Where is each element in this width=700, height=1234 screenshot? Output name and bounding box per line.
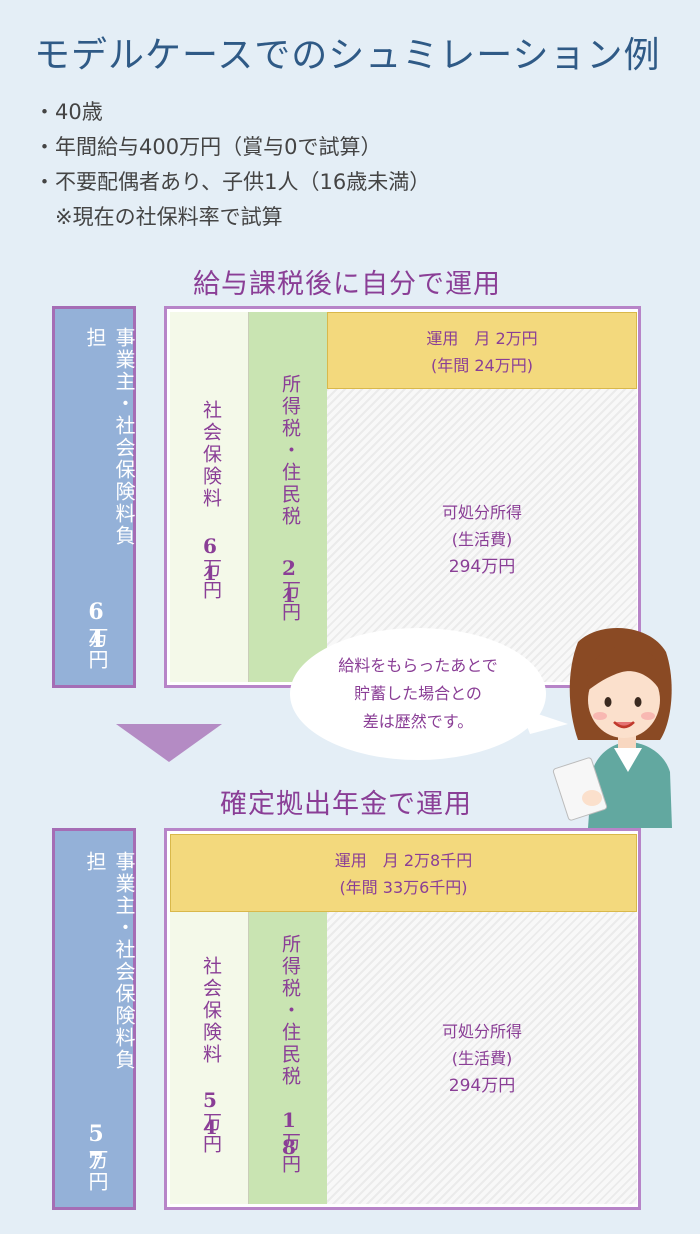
section2-tax-unit: 万円 (279, 1132, 301, 1176)
section1-employer-value: 64 (83, 599, 109, 655)
section1-title: 給与課税後に自分で運用 (193, 269, 501, 300)
condition-note: ※現在の社保料率で試算 (34, 205, 283, 229)
condition-family: ・不要配偶者あり、子供1人（16歳未満） (34, 170, 431, 194)
bubble-line3: 差は歴然です。 (362, 712, 474, 731)
section2-disposable-box: 可処分所得 (生活費) 294万円 (327, 912, 637, 1204)
bubble-tail (520, 708, 568, 734)
section2-insurance-label: 社会保険料 (200, 956, 222, 1066)
section1-employer-box: 事業主・社会保険料負担 64 万円 (52, 306, 136, 688)
section1-tax-unit: 万円 (279, 580, 301, 624)
section1-investment-monthly: 運用 月 2万円 (426, 329, 538, 348)
section2-disposable-sub: (生活費) (451, 1049, 513, 1069)
section1-insurance-value: 61 (198, 534, 222, 588)
section2-employer-value: 57 (83, 1121, 109, 1177)
section2-frame: 運用 月 2万8千円 (年間 33万6千円) 社会保険料 54 万円 所得税・住… (164, 828, 641, 1210)
section2-insurance-unit: 万円 (200, 1112, 222, 1156)
page-title: モデルケースでのシュミレーション例 (34, 35, 661, 76)
down-arrow-icon (116, 724, 222, 762)
section2-title: 確定拠出年金で運用 (220, 789, 472, 820)
bubble-line2: 貯蓄した場合との (354, 684, 482, 703)
section2-employer-label: 事業主・社会保険料負担 (83, 851, 136, 1071)
section1-tax-column: 所得税・住民税 21 万円 (249, 312, 327, 682)
section1-disposable-sub: (生活費) (451, 530, 513, 550)
section2-employer-unit: 万円 (85, 1149, 109, 1193)
section1-tax-value: 21 (277, 556, 301, 610)
section1-frame: 社会保険料 61 万円 所得税・住民税 21 万円 運用 月 2万円 (年間 2… (164, 306, 641, 688)
section1-insurance-unit: 万円 (200, 558, 222, 602)
section2-tax-value: 18 (277, 1108, 301, 1162)
section1-disposable-label: 可処分所得 (441, 503, 522, 522)
speech-bubble: 給料をもらったあとで 貯蓄した場合との 差は歴然です。 (290, 628, 546, 760)
section1-employer-label: 事業主・社会保険料負担 (83, 327, 136, 547)
section2-investment-monthly: 運用 月 2万8千円 (334, 851, 473, 870)
section2-employer-box: 事業主・社会保険料負担 57 万円 (52, 828, 136, 1210)
section2-disposable-label: 可処分所得 (441, 1022, 522, 1041)
section2-investment-yearly: (年間 33万6千円) (339, 878, 468, 898)
section2-disposable-value: 294万円 (448, 1076, 516, 1097)
woman-illustration (552, 628, 672, 828)
section2-tax-column: 所得税・住民税 18 万円 (249, 912, 327, 1204)
section1-employer-unit: 万円 (85, 627, 109, 671)
section1-insurance-label: 社会保険料 (200, 400, 222, 510)
section2-insurance-column: 社会保険料 54 万円 (170, 912, 249, 1204)
section2-insurance-value: 54 (198, 1088, 222, 1142)
condition-age: ・40歳 (34, 100, 103, 124)
section1-insurance-column: 社会保険料 61 万円 (170, 312, 249, 682)
condition-salary: ・年間給与400万円（賞与0で試算） (34, 135, 382, 159)
section2-tax-label: 所得税・住民税 (279, 934, 301, 1088)
section2-investment-box: 運用 月 2万8千円 (年間 33万6千円) (170, 834, 637, 912)
section1-investment-box: 運用 月 2万円 (年間 24万円) (327, 312, 637, 389)
bubble-line1: 給料をもらったあとで (338, 656, 498, 675)
section1-tax-label: 所得税・住民税 (279, 374, 301, 528)
section1-investment-yearly: (年間 24万円) (431, 356, 533, 376)
section1-disposable-value: 294万円 (448, 557, 516, 578)
